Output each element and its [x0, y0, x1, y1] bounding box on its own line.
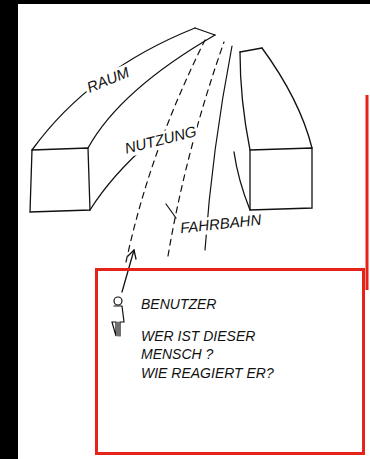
- building-left: [30, 28, 215, 212]
- sketch-label: FAHRBAHN: [177, 212, 264, 237]
- black-margin: [0, 0, 18, 459]
- question-text: WER IST DIESER MENSCH ?: [141, 327, 291, 363]
- direction-arrow: [122, 250, 136, 292]
- red-frame-box: BENUTZER WER IST DIESER MENSCH ?WIE REAGI…: [95, 268, 365, 455]
- red-marker-line: [366, 95, 369, 290]
- frame-text-column: BENUTZER WER IST DIESER MENSCH ?WIE REAGI…: [141, 295, 291, 382]
- building-right: [234, 48, 312, 210]
- sketch-label: RAUM: [83, 64, 134, 97]
- sketch-label: NUTZUNG: [121, 123, 200, 158]
- person-label: BENUTZER: [141, 295, 291, 313]
- black-top-edge: [0, 0, 370, 4]
- question-text: WIE REAGIERT ER?: [141, 364, 291, 382]
- person-figure: [112, 297, 124, 336]
